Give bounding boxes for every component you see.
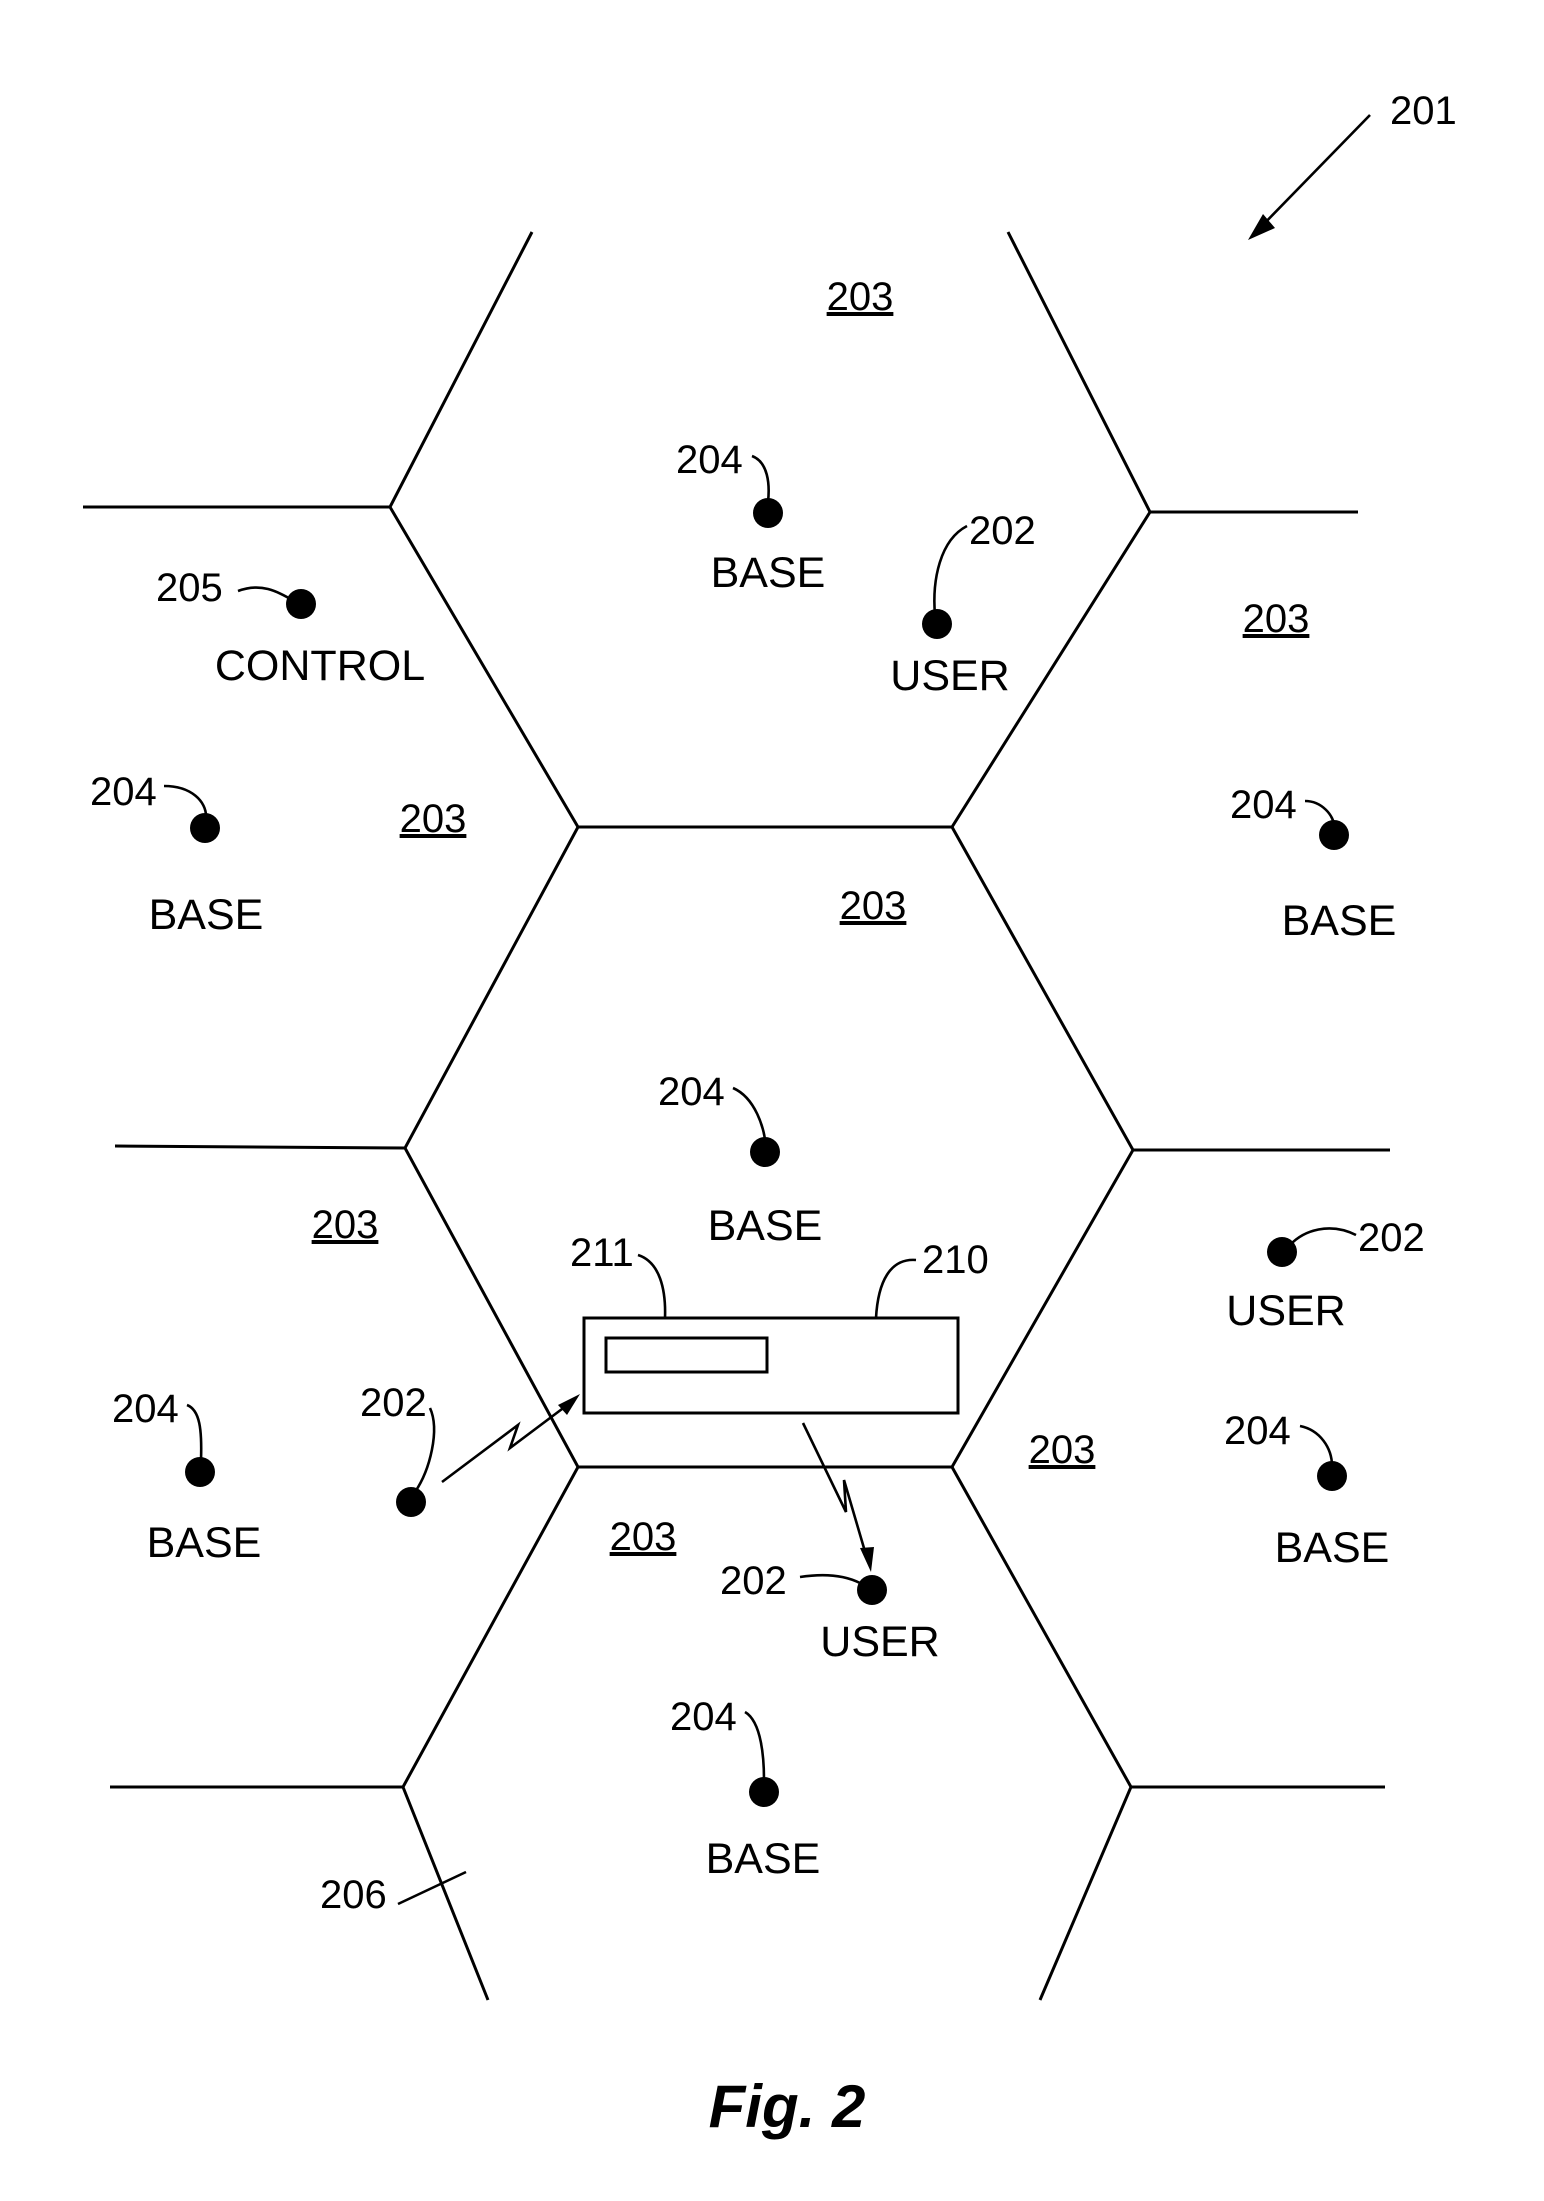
base-label: BASE xyxy=(1282,897,1397,945)
user-ref-label: 202 xyxy=(1358,1216,1425,1260)
base-label: BASE xyxy=(706,1835,821,1883)
cell-label: 203 xyxy=(827,275,894,319)
device-display xyxy=(606,1338,767,1372)
figure-caption: Fig. 2 xyxy=(709,2073,866,2140)
cell-label: 203 xyxy=(840,884,907,928)
base-station: 204 BASE xyxy=(112,1387,261,1567)
base-dot xyxy=(753,498,783,528)
base-station: 204 BASE xyxy=(1224,1409,1389,1572)
display-ref-label: 211 xyxy=(570,1231,634,1275)
base-ref-label: 204 xyxy=(90,770,157,814)
base-ref-label: 204 xyxy=(658,1070,725,1114)
base-dot xyxy=(749,1777,779,1807)
cell-label: 203 xyxy=(1029,1428,1096,1472)
control-station: 205 CONTROL xyxy=(156,566,425,690)
base-dot xyxy=(1319,820,1349,850)
base-label: BASE xyxy=(711,549,826,597)
control-label: CONTROL xyxy=(215,642,425,690)
base-station: 204 BASE xyxy=(1230,783,1396,945)
base-station: 204 BASE xyxy=(670,1695,820,1883)
figure-ref-label: 201 xyxy=(1390,89,1457,133)
base-dot xyxy=(1317,1461,1347,1491)
wireless-link-icon xyxy=(803,1423,866,1555)
base-station: 204 BASE xyxy=(90,770,263,939)
user-station: 202 USER xyxy=(1226,1216,1424,1335)
device-ref-label: 210 xyxy=(922,1238,989,1282)
base-ref-label: 204 xyxy=(1224,1409,1291,1453)
user-ref-label: 202 xyxy=(969,509,1036,553)
base-ref-label: 204 xyxy=(676,438,743,482)
mobile-user-dot xyxy=(396,1487,426,1517)
base-dot xyxy=(750,1137,780,1167)
user-label: USER xyxy=(820,1618,939,1666)
base-label: BASE xyxy=(708,1202,823,1250)
user-dot xyxy=(1267,1237,1297,1267)
base-ref-label: 204 xyxy=(1230,783,1297,827)
base-ref-label: 204 xyxy=(670,1695,737,1739)
user-dot xyxy=(857,1575,887,1605)
mobile-user: 202 xyxy=(360,1381,580,1517)
control-ref-label: 205 xyxy=(156,566,223,610)
base-label: BASE xyxy=(1275,1524,1390,1572)
boundary-ref-label: 206 xyxy=(320,1873,387,1917)
base-station: 204 BASE xyxy=(658,1070,822,1250)
base-ref-label: 204 xyxy=(112,1387,179,1431)
user-station: 202 USER xyxy=(720,1559,940,1666)
user-label: USER xyxy=(890,652,1009,700)
cell-label: 203 xyxy=(312,1203,379,1247)
control-dot xyxy=(286,589,316,619)
cell-label: 203 xyxy=(1243,597,1310,641)
cell-label: 203 xyxy=(610,1515,677,1559)
base-dot xyxy=(190,813,220,843)
user-label: USER xyxy=(1226,1287,1345,1335)
wireless-link-icon xyxy=(442,1400,574,1482)
cell-label: 203 xyxy=(400,797,467,841)
boundary-reference-206: 206 xyxy=(320,1872,466,1917)
base-label: BASE xyxy=(147,1519,262,1567)
user-station: 202 USER xyxy=(890,509,1035,700)
user-ref-label: 202 xyxy=(720,1559,787,1603)
base-dot xyxy=(185,1457,215,1487)
user-dot xyxy=(922,609,952,639)
mobile-user-ref-label: 202 xyxy=(360,1381,427,1425)
base-station: 204 BASE xyxy=(676,438,825,597)
figure-reference-201: 201 xyxy=(1248,89,1457,240)
base-label: BASE xyxy=(149,891,264,939)
